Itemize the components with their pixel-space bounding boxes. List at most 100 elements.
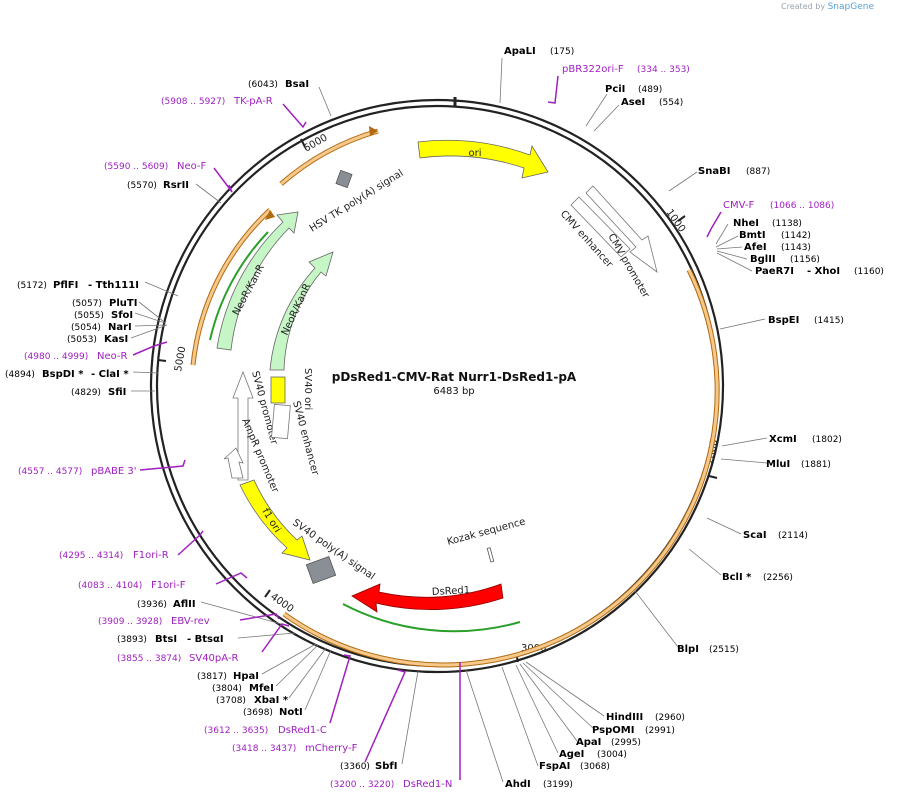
enzyme-pos: (5057) bbox=[72, 299, 102, 309]
enzyme-pos: (2991) bbox=[645, 726, 675, 736]
plasmid-name: pDsRed1-CMV-Rat Nurr1-DsRed1-pA bbox=[332, 370, 577, 384]
primer-name: pBABE 3' bbox=[91, 466, 137, 477]
enzyme-hindiii: HindIII (2960) bbox=[606, 712, 685, 723]
enzyme-pos: (2515) bbox=[709, 645, 739, 655]
enzyme-bglii: BglII (1156) bbox=[750, 254, 820, 265]
enzyme-btsi: (3893) BtsI - BtsαI bbox=[117, 634, 224, 645]
enzyme-name: PciI bbox=[605, 84, 625, 95]
primer-f1ori-r: (4295 .. 4314) F1ori-R bbox=[59, 550, 169, 561]
credit-brand: SnapGene bbox=[827, 2, 874, 12]
enzyme-name: FspAI bbox=[539, 761, 570, 772]
enzyme-name: XcmI bbox=[769, 434, 797, 445]
enzyme-pos: (175) bbox=[550, 47, 574, 57]
enzyme-mlui: MluI (1881) bbox=[766, 459, 831, 470]
orf-arc-tk-outer bbox=[279, 128, 379, 186]
primer-range: (4295 .. 4314) bbox=[59, 551, 123, 561]
enzyme-name: MluI bbox=[766, 459, 790, 470]
enzyme-pos: (5055) bbox=[74, 311, 104, 321]
enzyme-apai: ApaI (2995) bbox=[576, 737, 641, 748]
primer-name: SV40pA-R bbox=[189, 653, 238, 664]
primer-range: (4980 .. 4999) bbox=[24, 352, 88, 362]
enzyme-pos: (3004) bbox=[597, 750, 627, 760]
primer-name: Neo-R bbox=[97, 351, 128, 362]
enzyme-hpai: (3817) HpaI bbox=[197, 671, 259, 682]
enzyme-snabi: SnaBI (887) bbox=[698, 166, 770, 177]
enzyme-name: ApaI bbox=[576, 737, 601, 748]
primer-neo-r: (4980 .. 4999) Neo-R bbox=[24, 351, 128, 362]
enzyme-name: BclI * bbox=[722, 572, 752, 583]
enzyme-pos: (3698) bbox=[243, 708, 273, 718]
green-lines bbox=[209, 231, 521, 633]
primer-range: (3855 .. 3874) bbox=[117, 654, 181, 664]
enzyme-xbai: (3708) XbaI * bbox=[216, 695, 289, 706]
enzyme-pos: (2995) bbox=[611, 738, 641, 748]
primer-name: F1ori-F bbox=[151, 580, 186, 591]
enzyme-name: XbaI * bbox=[254, 695, 289, 706]
enzyme-labels: ApaLI (175) PciI (489) AseI (554) SnaBI … bbox=[5, 46, 884, 790]
primer-range: (334 .. 353) bbox=[637, 65, 690, 75]
primer-range: (3909 .. 3928) bbox=[98, 617, 162, 627]
enzyme-afei: AfeI (1143) bbox=[744, 242, 811, 253]
primer-ebv-rev: (3909 .. 3928) EBV-rev bbox=[98, 616, 210, 627]
primer-range: (5590 .. 5609) bbox=[104, 162, 168, 172]
primer-pbabe-3: (4557 .. 4577) pBABE 3' bbox=[18, 466, 137, 477]
enzyme-name: AfeI bbox=[744, 242, 767, 253]
enzyme-pos: (3199) bbox=[543, 780, 573, 790]
enzyme-name: PflFI bbox=[53, 280, 78, 291]
enzyme-nhei: NheI (1138) bbox=[733, 218, 802, 229]
enzyme-pos: (5053) bbox=[67, 335, 97, 345]
green-line-dsred bbox=[342, 603, 521, 633]
enzyme-bsai: (6043) BsaI bbox=[248, 79, 309, 90]
enzyme-pos: (5054) bbox=[71, 323, 101, 333]
primer-range: (3418 .. 3437) bbox=[232, 744, 296, 754]
enzyme-pos: (1802) bbox=[812, 435, 842, 445]
enzyme-pos: (887) bbox=[746, 167, 770, 177]
enzyme-name: SfoI bbox=[111, 310, 133, 321]
enzyme-sfii: (4829) SfiI bbox=[71, 387, 126, 398]
enzyme-rsrii: (5570) RsrII bbox=[127, 180, 189, 191]
enzyme-name: BmtI bbox=[739, 230, 766, 241]
enzyme-name: AhdI bbox=[505, 779, 531, 790]
tick-1000: 1000 bbox=[664, 207, 688, 234]
enzyme-sbfi: (3360) SbfI bbox=[340, 761, 397, 772]
orf-arc-dsred-outer bbox=[282, 268, 720, 668]
enzyme-pos: (1143) bbox=[781, 243, 811, 253]
primer-name: mCherry-F bbox=[305, 743, 358, 754]
enzyme-name: AflII bbox=[173, 599, 196, 610]
enzyme-pos: (1160) bbox=[854, 267, 884, 277]
feature-label-sv40-enhancer: SV40 enhancer bbox=[290, 400, 321, 477]
primer-name: DsRed1-C bbox=[278, 725, 327, 736]
enzyme-apali: ApaLI (175) bbox=[504, 46, 574, 57]
green-line-neo bbox=[209, 231, 269, 341]
enzyme-pcii: PciI (489) bbox=[605, 84, 662, 95]
primer-neo-f: (5590 .. 5609) Neo-F bbox=[104, 161, 207, 172]
orf-arc-neo-inner bbox=[191, 208, 272, 366]
enzyme-name: SbfI bbox=[375, 761, 397, 772]
enzyme-name: BglII bbox=[750, 254, 776, 265]
feature-label-kozak: Kozak sequence bbox=[446, 516, 527, 548]
feature-neo-inner: NeoR/KanR bbox=[269, 251, 334, 371]
enzyme-pos: (2256) bbox=[763, 573, 793, 583]
enzyme-pos: (1881) bbox=[801, 460, 831, 470]
enzyme-pos: (3893) bbox=[117, 635, 147, 645]
feature-hsv-tk-polya: HSV TK poly(A) signal bbox=[308, 168, 406, 235]
feature-label-neo-inner: NeoR/KanR bbox=[280, 282, 314, 337]
enzyme-pos: (3068) bbox=[580, 762, 610, 772]
primer-range: (3612 .. 3635) bbox=[204, 726, 268, 736]
primer-dsred1-c: (3612 .. 3635) DsRed1-C bbox=[204, 725, 327, 736]
enzyme-agei: AgeI (3004) bbox=[559, 749, 627, 760]
enzyme-name: RsrII bbox=[163, 180, 189, 191]
enzyme-pos: (1142) bbox=[781, 231, 811, 241]
primer-range: (5908 .. 5927) bbox=[161, 97, 225, 107]
enzyme-pos: (4829) bbox=[71, 388, 101, 398]
enzyme-scai: ScaI (2114) bbox=[743, 530, 808, 541]
tick-mark-4000 bbox=[264, 589, 271, 598]
primer-name: EBV-rev bbox=[171, 616, 210, 627]
enzyme-name: BlpI bbox=[677, 644, 699, 655]
enzyme-name: AgeI bbox=[559, 749, 584, 760]
feature-ori: ori bbox=[417, 139, 549, 179]
enzyme-leaders bbox=[130, 57, 768, 783]
enzyme-bcli: BclI * (2256) bbox=[722, 572, 793, 583]
primer-dsred1-n: (3200 .. 3220) DsRed1-N bbox=[330, 779, 452, 790]
